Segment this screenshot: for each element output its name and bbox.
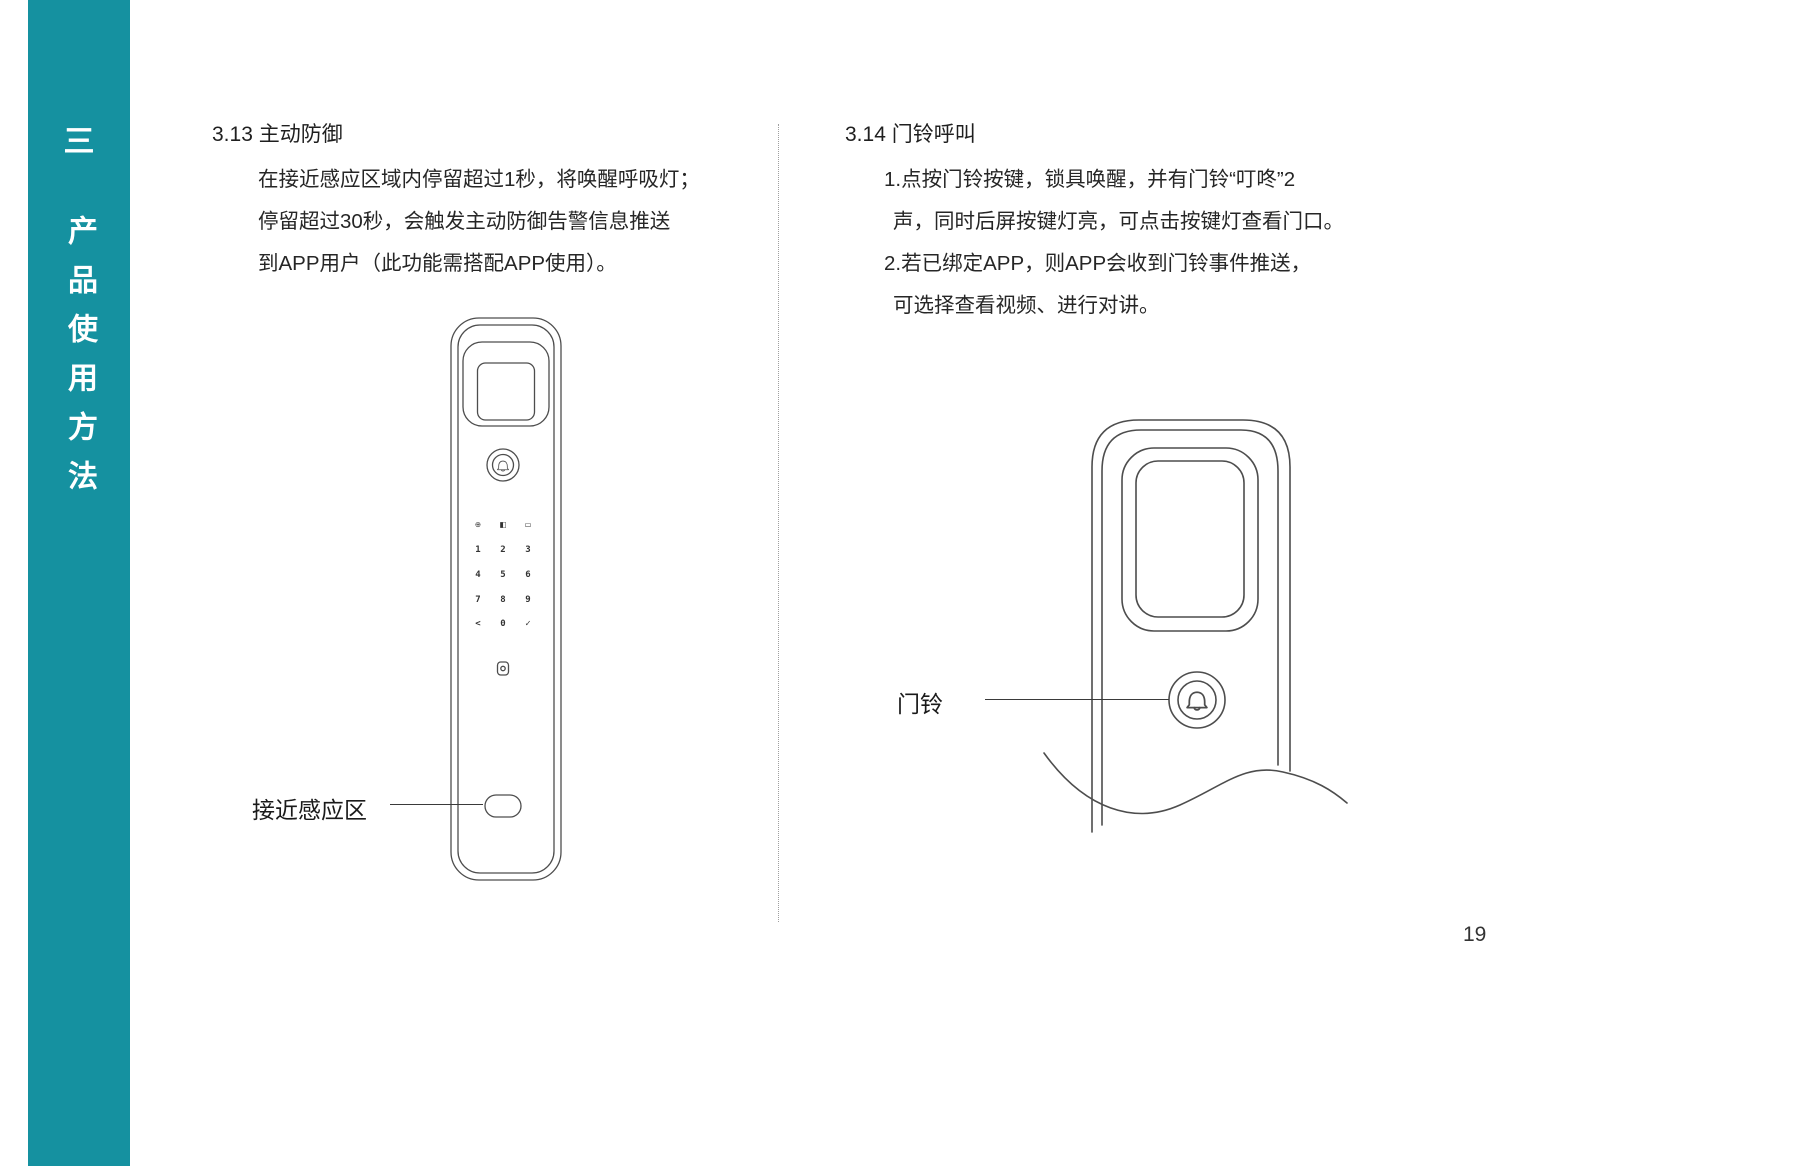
lock-outer-outline	[450, 317, 562, 881]
keypad-key-0: 0	[500, 619, 505, 629]
keypad-key-8: 8	[500, 595, 505, 605]
body-line: 在接近感应区域内停留超过1秒，将唤醒呼吸灯；	[258, 168, 700, 191]
keypad-key-confirm: ✓	[525, 619, 530, 629]
keypad-key-back: <	[475, 619, 481, 629]
proximity-area-leader-line	[390, 804, 483, 805]
keypad-key-3: 3	[525, 545, 530, 555]
keypad-key-2: 2	[500, 545, 505, 555]
camera-window-inner	[1135, 460, 1245, 618]
body-line: 2.若已绑定APP，则APP会收到门铃事件推送，	[884, 252, 1312, 275]
body-line: 停留超过30秒，会触发主动防御告警信息推送	[258, 210, 671, 233]
sidebar-title: 产品使用方法	[63, 215, 96, 509]
section-heading-3-13: 3.13 主动防御	[212, 123, 343, 146]
keypad-key-1: 1	[475, 545, 480, 555]
camera-window-outer	[462, 341, 550, 427]
body-line: 1.点按门铃按键，锁具唤醒，并有门铃“叮咚”2	[884, 168, 1296, 191]
keypad-key-7: 7	[475, 595, 480, 605]
proximity-area-label: 接近感应区	[252, 797, 367, 823]
bell-icon	[1186, 691, 1208, 711]
bell-icon	[497, 460, 509, 472]
page-number: 19	[1463, 923, 1487, 946]
section-3-13-body: 在接近感应区域内停留超过1秒，将唤醒呼吸灯； 停留超过30秒，会触发主动防御告警…	[258, 159, 700, 285]
keypad-icon-1: ⊕	[475, 520, 481, 529]
keypad-key-5: 5	[500, 570, 505, 580]
doorbell-button-ring	[1168, 671, 1226, 729]
keypad-icon-2: ◧	[499, 520, 506, 529]
doorbell-label: 门铃	[897, 691, 943, 717]
section-heading-3-14: 3.14 门铃呼叫	[845, 123, 976, 146]
camera-window-outer	[1121, 447, 1259, 632]
body-line: 可选择查看视频、进行对讲。	[893, 294, 1160, 317]
keypad-key-4: 4	[475, 570, 481, 580]
camera-window-inner	[476, 362, 536, 421]
body-line: 声，同时后屏按键灯亮，可点击按键灯查看门口。	[893, 210, 1344, 233]
doorbell-button	[1177, 680, 1217, 720]
panel-inner-outline	[1101, 429, 1279, 826]
panel-outer-outline	[1091, 419, 1291, 833]
break-wave-line	[1043, 752, 1348, 815]
section-3-14-body: 1.点按门铃按键，锁具唤醒，并有门铃“叮咚”2 声，同时后屏按键灯亮，可点击按键…	[884, 159, 1344, 327]
sidebar-section-number: 三	[63, 124, 95, 159]
doorbell-button	[491, 453, 515, 477]
lock-inner-outline	[457, 324, 555, 874]
doorbell-button-ring	[486, 448, 520, 482]
lock-front-illustration: ⊕ ◧ ▭ 1 2 3 4 5 6 7 8 9 < 0 ✓	[450, 317, 562, 881]
keypad-icon-3: ▭	[524, 520, 531, 529]
keypad-key-6: 6	[525, 570, 530, 580]
sidebar: 三 产品使用方法	[28, 0, 130, 1166]
doorbell-closeup-illustration	[1043, 419, 1348, 833]
keypad-key-9: 9	[525, 595, 530, 605]
doorbell-leader-line	[985, 699, 1169, 700]
proximity-sensor-oval	[484, 794, 522, 818]
body-line: 到APP用户（此功能需搭配APP使用）。	[258, 252, 617, 275]
column-divider	[778, 124, 779, 922]
brand-logo-icon	[496, 661, 510, 676]
